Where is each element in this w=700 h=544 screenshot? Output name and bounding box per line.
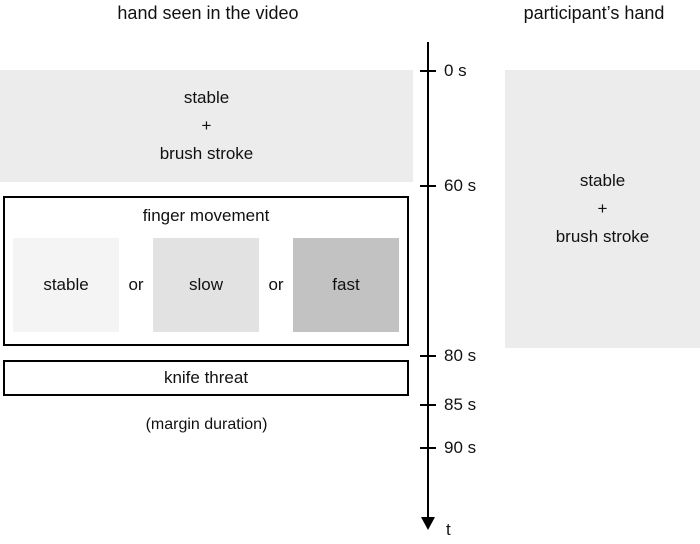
brush-stroke-label: brush stroke xyxy=(159,144,254,163)
plus-label: + xyxy=(597,199,608,218)
arrow-down-icon xyxy=(421,517,435,530)
margin-duration-note: (margin duration) xyxy=(145,416,268,433)
or-separator: or xyxy=(259,238,293,332)
stable-label: stable xyxy=(579,171,626,190)
stable-label: stable xyxy=(183,88,230,107)
finger-movement-title: finger movement xyxy=(142,206,270,225)
option-slow: slow xyxy=(153,238,259,332)
finger-movement-box: finger movement stable or slow or fast xyxy=(3,196,409,346)
plus-label: + xyxy=(201,116,212,135)
tick-mark-60s xyxy=(420,185,436,187)
tick-label-60s: 60 s xyxy=(444,176,477,195)
tick-label-85s: 85 s xyxy=(444,395,477,414)
tick-mark-80s xyxy=(420,355,436,357)
time-axis xyxy=(427,42,429,520)
axis-variable-label: t xyxy=(446,520,451,539)
tick-mark-90s xyxy=(420,447,436,449)
tick-label-80s: 80 s xyxy=(444,346,477,365)
knife-threat-box: knife threat xyxy=(3,360,409,396)
tick-label-90s: 90 s xyxy=(444,438,477,457)
right-column-header: participant’s hand xyxy=(523,3,665,23)
option-stable: stable xyxy=(13,238,119,332)
knife-threat-label: knife threat xyxy=(163,368,249,387)
tick-mark-0s xyxy=(420,70,436,72)
video-stable-brush-box: stable + brush stroke xyxy=(0,70,413,182)
left-column-header: hand seen in the video xyxy=(117,3,299,23)
brush-stroke-label: brush stroke xyxy=(555,227,650,246)
tick-label-0s: 0 s xyxy=(444,61,467,80)
option-fast: fast xyxy=(293,238,399,332)
tick-mark-85s xyxy=(420,404,436,406)
finger-movement-options: stable or slow or fast xyxy=(13,238,399,332)
or-separator: or xyxy=(119,238,153,332)
participant-stable-brush-box: stable + brush stroke xyxy=(505,70,700,348)
